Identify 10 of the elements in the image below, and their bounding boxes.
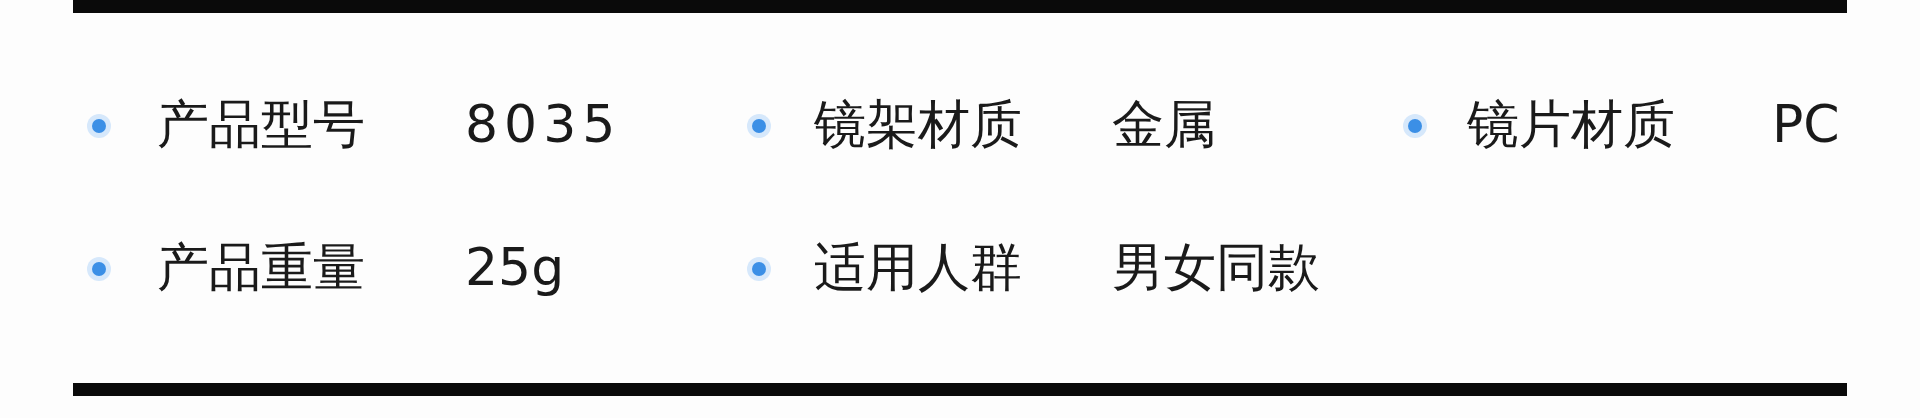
spec-label: 适用人群 <box>814 239 1022 297</box>
spec-value: PC <box>1772 96 1840 154</box>
spec-label: 镜片材质 <box>1467 96 1675 154</box>
spec-label: 产品型号 <box>157 96 365 154</box>
spec-value: 8035 <box>465 96 622 154</box>
spec-label: 镜架材质 <box>814 96 1022 154</box>
spec-value: 金属 <box>1112 96 1216 154</box>
spec-value: 25g <box>465 239 565 297</box>
spec-label: 产品重量 <box>157 239 365 297</box>
spec-value: 男女同款 <box>1112 239 1320 297</box>
